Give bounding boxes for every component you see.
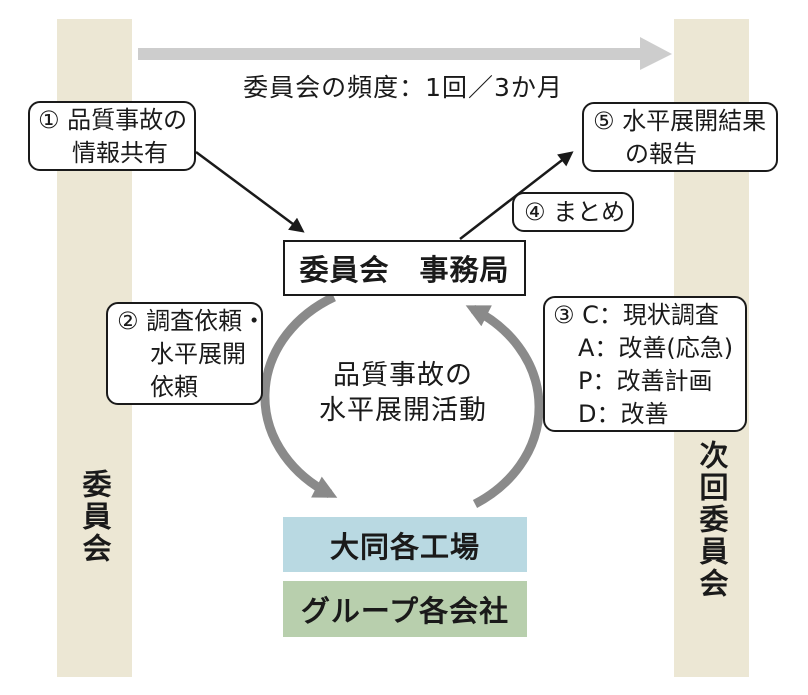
callout-step1: ① 品質事故の 情報共有 [28,101,196,171]
cycle-activity-label: 品質事故の 水平展開活動 [253,358,553,428]
secretariat-label: 委員会 事務局 [299,253,510,287]
group-companies-label: グループ各会社 [300,594,510,628]
callout-step3: ③ C：現状調査 A：改善(応急) P：改善計画 D：改善 [543,296,747,432]
cycle-activity-line2: 水平展開活動 [319,395,487,426]
secretariat-box: 委員会 事務局 [283,240,526,296]
callout-step3-line3: P：改善計画 [578,367,713,395]
cycle-arrow-right-icon [465,304,544,508]
daido-plants-label: 大同各工場 [329,529,480,564]
meeting-frequency-label: 委員会の頻度：1回／3か月 [243,73,563,102]
callout-step5-line2: の報告 [625,140,697,168]
committee-lane-label: 委員会 [78,469,112,565]
callout-step4-line1: ④ まとめ [524,198,626,226]
callout-step1-line2: 情報共有 [72,139,168,167]
callout-step4: ④ まとめ [512,192,634,232]
flow-arrow-step1-to-secretariat-icon [195,150,305,233]
cycle-arrow-left-icon [260,292,338,499]
callout-step2-line3: 依頼 [150,373,198,401]
callout-step2-line1: ② 調査依頼・ [117,307,267,335]
daido-plants-box: 大同各工場 [283,517,527,572]
cycle-activity-line1: 品質事故の [333,360,473,391]
callout-step1-line1: ① 品質事故の [38,106,188,134]
next-committee-lane-label: 次回委員会 [695,440,729,600]
callout-step3-line4: D：改善 [578,400,669,428]
group-companies-box: グループ各会社 [283,581,527,637]
timeline-right-arrow-icon [138,37,672,70]
callout-step5-line1: ⑤ 水平展開結果 [593,107,767,135]
callout-step2: ② 調査依頼・ 水平展開 依頼 [106,302,267,405]
callout-step2-line2: 水平展開 [150,340,246,368]
callout-step5: ⑤ 水平展開結果 の報告 [582,102,778,172]
callout-step3-line1: ③ C：現状調査 [553,301,719,329]
callout-step3-line2: A：改善(応急) [578,334,734,362]
